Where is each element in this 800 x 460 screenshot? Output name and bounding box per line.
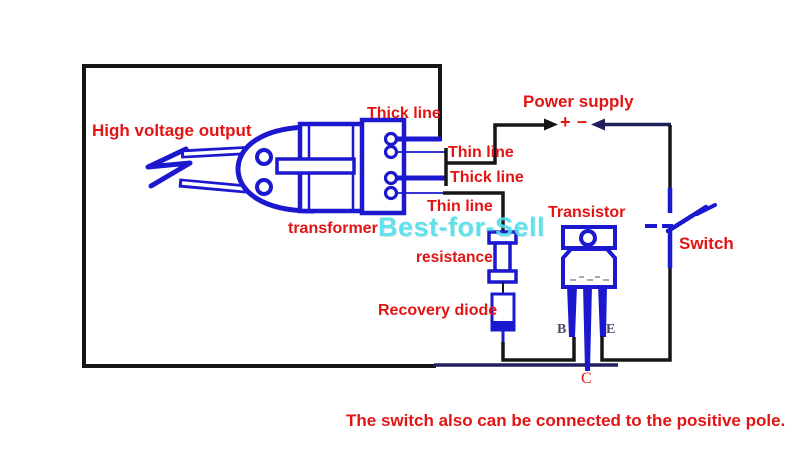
switch-blade-tick bbox=[695, 203, 717, 216]
core-bar bbox=[275, 157, 356, 175]
transistor-body bbox=[561, 247, 617, 289]
minus-sign: – bbox=[577, 111, 588, 131]
switch-label: Switch bbox=[679, 234, 734, 253]
wire-t4-to-resistor bbox=[443, 191, 505, 233]
arrowhead-minus-icon bbox=[591, 118, 605, 131]
footnote-text: The switch also can be connected to the … bbox=[346, 411, 786, 430]
terminal-board bbox=[359, 117, 407, 216]
pin-c-label: C bbox=[581, 370, 592, 387]
power-supply-label: Power supply bbox=[523, 92, 634, 111]
transformer-symbol bbox=[145, 117, 447, 216]
thin-line-1-label: Thin line bbox=[448, 144, 514, 161]
switch-symbol bbox=[645, 188, 717, 268]
transformer-label: transformer bbox=[288, 220, 378, 237]
wire-emitter-to-switch bbox=[600, 262, 672, 362]
arrowhead-plus-icon bbox=[544, 118, 558, 131]
diode-band bbox=[492, 321, 514, 330]
spark-zigzag-icon bbox=[145, 146, 193, 189]
board-terminal-2 bbox=[383, 144, 399, 160]
transistor-hole-icon bbox=[579, 229, 597, 247]
board-terminal-3 bbox=[383, 170, 399, 186]
transistor-symbol bbox=[561, 225, 617, 371]
pin-b-label: B bbox=[557, 322, 567, 337]
recovery-diode-label: Recovery diode bbox=[378, 302, 498, 319]
watermark: Best-for-Sell bbox=[378, 212, 546, 242]
pin-e-label: E bbox=[606, 322, 616, 337]
wire-diode-to-base bbox=[501, 337, 576, 362]
board-terminal-1 bbox=[383, 131, 399, 147]
board-terminal-4 bbox=[383, 185, 399, 201]
thin-line-2-label: Thin line bbox=[427, 198, 493, 215]
border-wire bbox=[82, 64, 442, 368]
transistor-leg-c bbox=[583, 285, 592, 371]
transistor-leg-b bbox=[567, 285, 577, 337]
transistor-marking bbox=[570, 276, 609, 281]
thick-line-top-label: Thick line bbox=[367, 105, 441, 122]
transistor-leg-e bbox=[598, 285, 607, 337]
resistor-symbol bbox=[487, 230, 518, 284]
resistor-body bbox=[493, 241, 512, 273]
transistor-label: Transistor bbox=[548, 204, 626, 221]
bell-terminal-2 bbox=[255, 178, 273, 196]
high-voltage-output-label: High voltage output bbox=[92, 121, 252, 140]
bell-terminal-1 bbox=[255, 148, 273, 166]
resistance-label: resistance bbox=[416, 249, 493, 266]
resistor-cap-bottom bbox=[487, 269, 518, 284]
plus-sign: + bbox=[560, 112, 571, 132]
thick-line-2-label: Thick line bbox=[450, 169, 524, 186]
wire-junction-to-plus bbox=[444, 123, 546, 186]
